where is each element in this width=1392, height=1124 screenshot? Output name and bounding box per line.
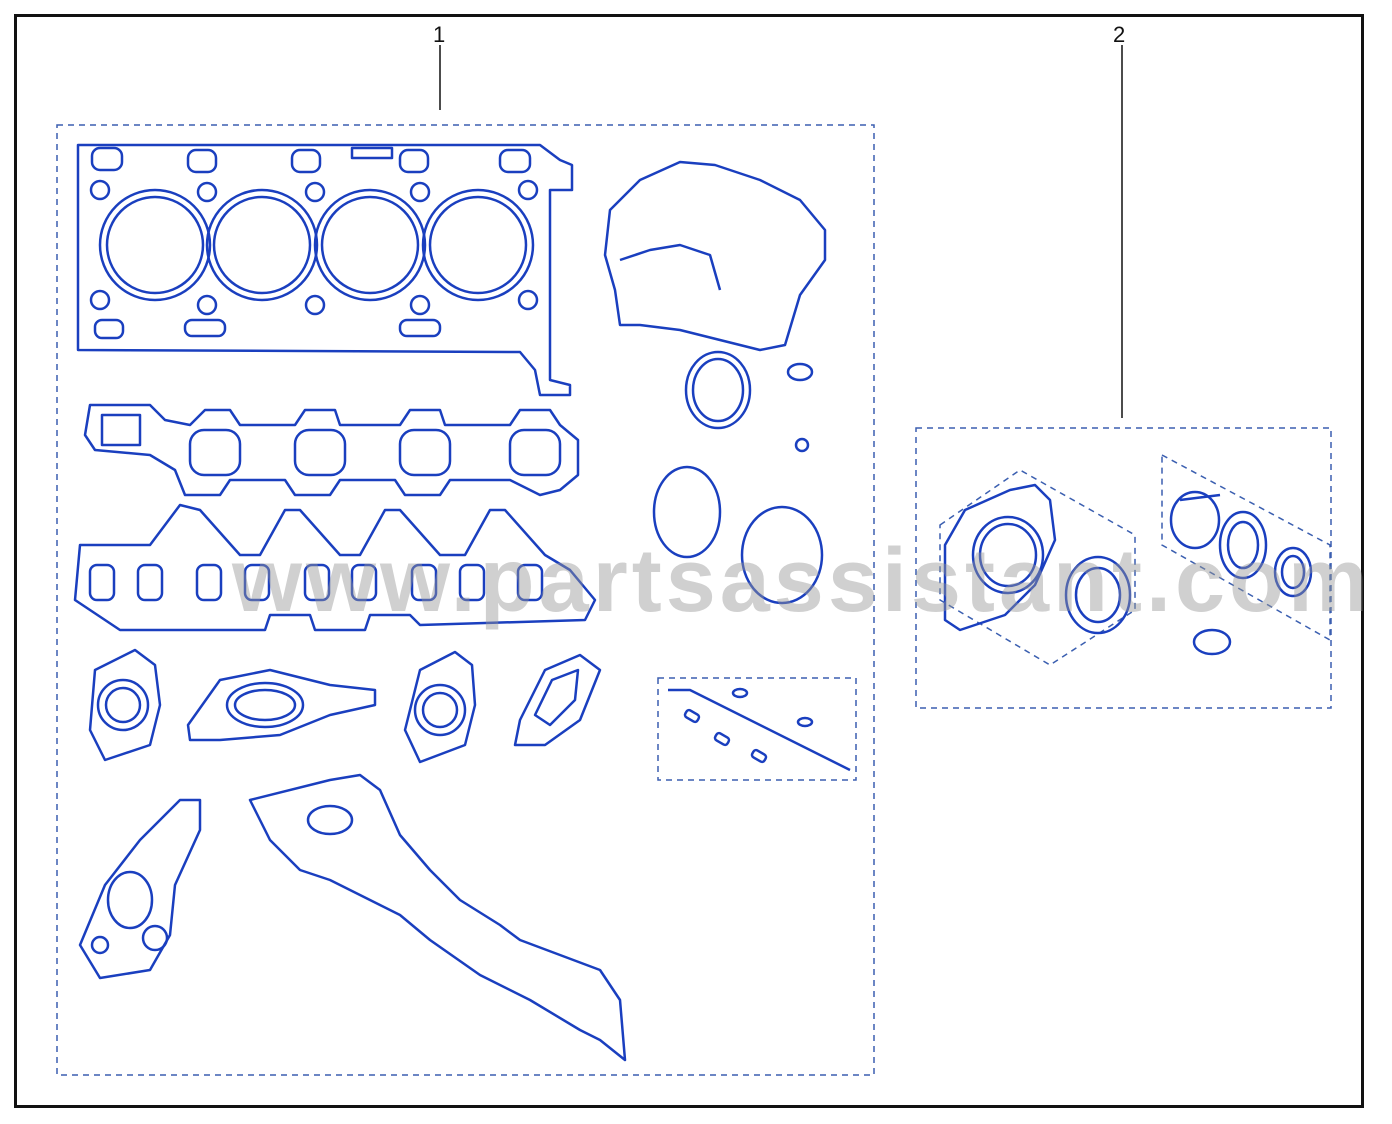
valve-stem-seal [786,362,814,453]
egr-flange-gasket-d [513,653,602,747]
o-ring-large-a [652,465,722,559]
front-seal-sleeve [1169,490,1221,550]
small-o-ring [1192,628,1232,656]
heat-shield-upper [603,160,827,352]
egr-flange-gasket-c [403,650,477,764]
front-crank-seal [1218,510,1268,580]
small-parts-box [657,677,857,781]
egr-flange-gasket-a [88,648,162,762]
o-ring-large-b [740,505,824,605]
callout-label-2: 2 [1113,22,1126,47]
heat-shield-lower [248,773,627,1062]
egr-flange-gasket-b [186,668,377,742]
small-parts [668,687,851,772]
front-seal-subgroup-box [1161,453,1331,642]
rear-seal-subgroup-box [939,469,1136,666]
intake-manifold-gasket [83,403,580,497]
group-1-box [56,124,875,1076]
oval-gasket [684,350,752,430]
diagram-frame [14,14,1364,1108]
rear-crank-seal [1064,555,1132,635]
turbo-flange-gasket [78,798,202,980]
group-2-box [915,427,1332,709]
callout-label-1: 1 [433,22,446,47]
front-seal-installer [1273,546,1313,598]
cylinder-head-gasket [76,143,574,397]
exhaust-manifold-gasket [73,503,597,632]
watermark-text: www.partsassistant.com [232,531,1373,631]
rear-crank-seal-housing [943,483,1057,632]
